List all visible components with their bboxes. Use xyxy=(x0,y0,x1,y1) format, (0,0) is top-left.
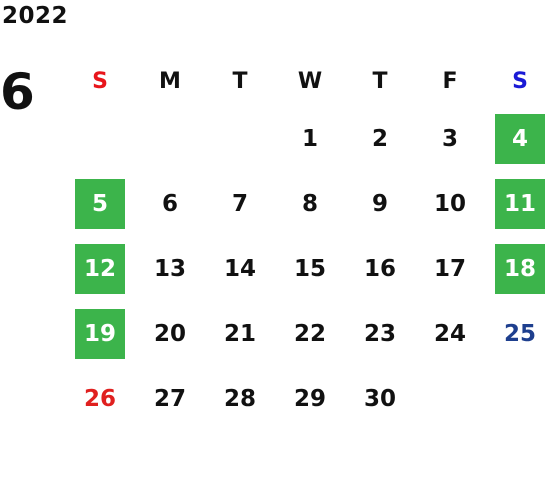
day-number-highlighted[interactable]: 5 xyxy=(75,178,125,229)
day-cell: 23 xyxy=(345,301,415,366)
day-cell: 17 xyxy=(415,236,485,301)
day-number-highlighted[interactable]: 12 xyxy=(75,243,125,294)
day-number[interactable]: 25 xyxy=(503,320,536,347)
day-number[interactable]: 6 xyxy=(161,190,178,217)
day-cell: 26 xyxy=(65,366,135,431)
weekday-thursday: T xyxy=(372,68,388,94)
day-number[interactable]: 21 xyxy=(223,320,256,347)
day-cell: 28 xyxy=(205,366,275,431)
day-number[interactable]: 27 xyxy=(153,385,186,412)
day-cell: 27 xyxy=(135,366,205,431)
day-number[interactable]: 15 xyxy=(293,255,326,282)
day-cell: 30 xyxy=(345,366,415,431)
weekday-tuesday: T xyxy=(232,68,248,94)
day-cell: 7 xyxy=(205,171,275,236)
day-cell: 13 xyxy=(135,236,205,301)
weekday-sunday: S xyxy=(92,68,108,94)
day-number[interactable]: 8 xyxy=(301,190,318,217)
day-cell: 18 xyxy=(485,236,548,301)
day-number[interactable]: 2 xyxy=(371,125,388,152)
day-number[interactable]: 22 xyxy=(293,320,326,347)
week-row: 12 13 14 15 16 17 18 xyxy=(65,236,548,301)
weekday-saturday: S xyxy=(512,68,528,94)
weekday-monday: M xyxy=(159,68,181,94)
day-cell: 22 xyxy=(275,301,345,366)
day-cell: 4 xyxy=(485,106,548,171)
month-label: 6 xyxy=(0,63,35,121)
day-cell: 21 xyxy=(205,301,275,366)
day-cell: 8 xyxy=(275,171,345,236)
day-cell: 12 xyxy=(65,236,135,301)
day-cell xyxy=(415,366,485,431)
day-cell: 5 xyxy=(65,171,135,236)
day-number[interactable]: 13 xyxy=(153,255,186,282)
day-cell: 10 xyxy=(415,171,485,236)
week-row: 5 6 7 8 9 10 11 xyxy=(65,171,548,236)
day-cell: 3 xyxy=(415,106,485,171)
day-cell: 24 xyxy=(415,301,485,366)
day-cell: 11 xyxy=(485,171,548,236)
day-cell: 29 xyxy=(275,366,345,431)
day-number-highlighted[interactable]: 11 xyxy=(495,178,545,229)
day-cell: 20 xyxy=(135,301,205,366)
day-number-highlighted[interactable]: 18 xyxy=(495,243,545,294)
day-number[interactable]: 3 xyxy=(441,125,458,152)
day-cell xyxy=(135,106,205,171)
week-row: 19 20 21 22 23 24 25 xyxy=(65,301,548,366)
day-cell: 9 xyxy=(345,171,415,236)
weekday-header-row: S M T W T F S xyxy=(65,56,548,106)
weekday-wednesday: W xyxy=(297,68,323,94)
day-cell: 16 xyxy=(345,236,415,301)
day-cell: 6 xyxy=(135,171,205,236)
day-cell: 19 xyxy=(65,301,135,366)
weekday-friday: F xyxy=(442,68,458,94)
day-cell xyxy=(485,366,548,431)
day-number[interactable]: 20 xyxy=(153,320,186,347)
day-number[interactable]: 26 xyxy=(83,385,116,412)
day-number-highlighted[interactable]: 19 xyxy=(75,308,125,359)
day-number[interactable]: 10 xyxy=(433,190,466,217)
day-cell: 15 xyxy=(275,236,345,301)
year-label: 2022 xyxy=(2,3,69,29)
day-cell xyxy=(205,106,275,171)
day-cell: 1 xyxy=(275,106,345,171)
day-number[interactable]: 16 xyxy=(363,255,396,282)
day-number[interactable]: 14 xyxy=(223,255,256,282)
day-cell: 2 xyxy=(345,106,415,171)
day-number[interactable]: 1 xyxy=(301,125,318,152)
day-cell: 25 xyxy=(485,301,548,366)
day-number[interactable]: 24 xyxy=(433,320,466,347)
day-number-highlighted[interactable]: 4 xyxy=(495,113,545,164)
day-number[interactable]: 23 xyxy=(363,320,396,347)
day-number[interactable]: 28 xyxy=(223,385,256,412)
day-number[interactable]: 29 xyxy=(293,385,326,412)
week-row: 1 2 3 4 xyxy=(65,106,548,171)
week-row: 26 27 28 29 30 xyxy=(65,366,548,431)
day-number[interactable]: 30 xyxy=(363,385,396,412)
day-number[interactable]: 7 xyxy=(231,190,248,217)
day-cell xyxy=(65,106,135,171)
day-number[interactable]: 17 xyxy=(433,255,466,282)
day-cell: 14 xyxy=(205,236,275,301)
day-number[interactable]: 9 xyxy=(371,190,388,217)
